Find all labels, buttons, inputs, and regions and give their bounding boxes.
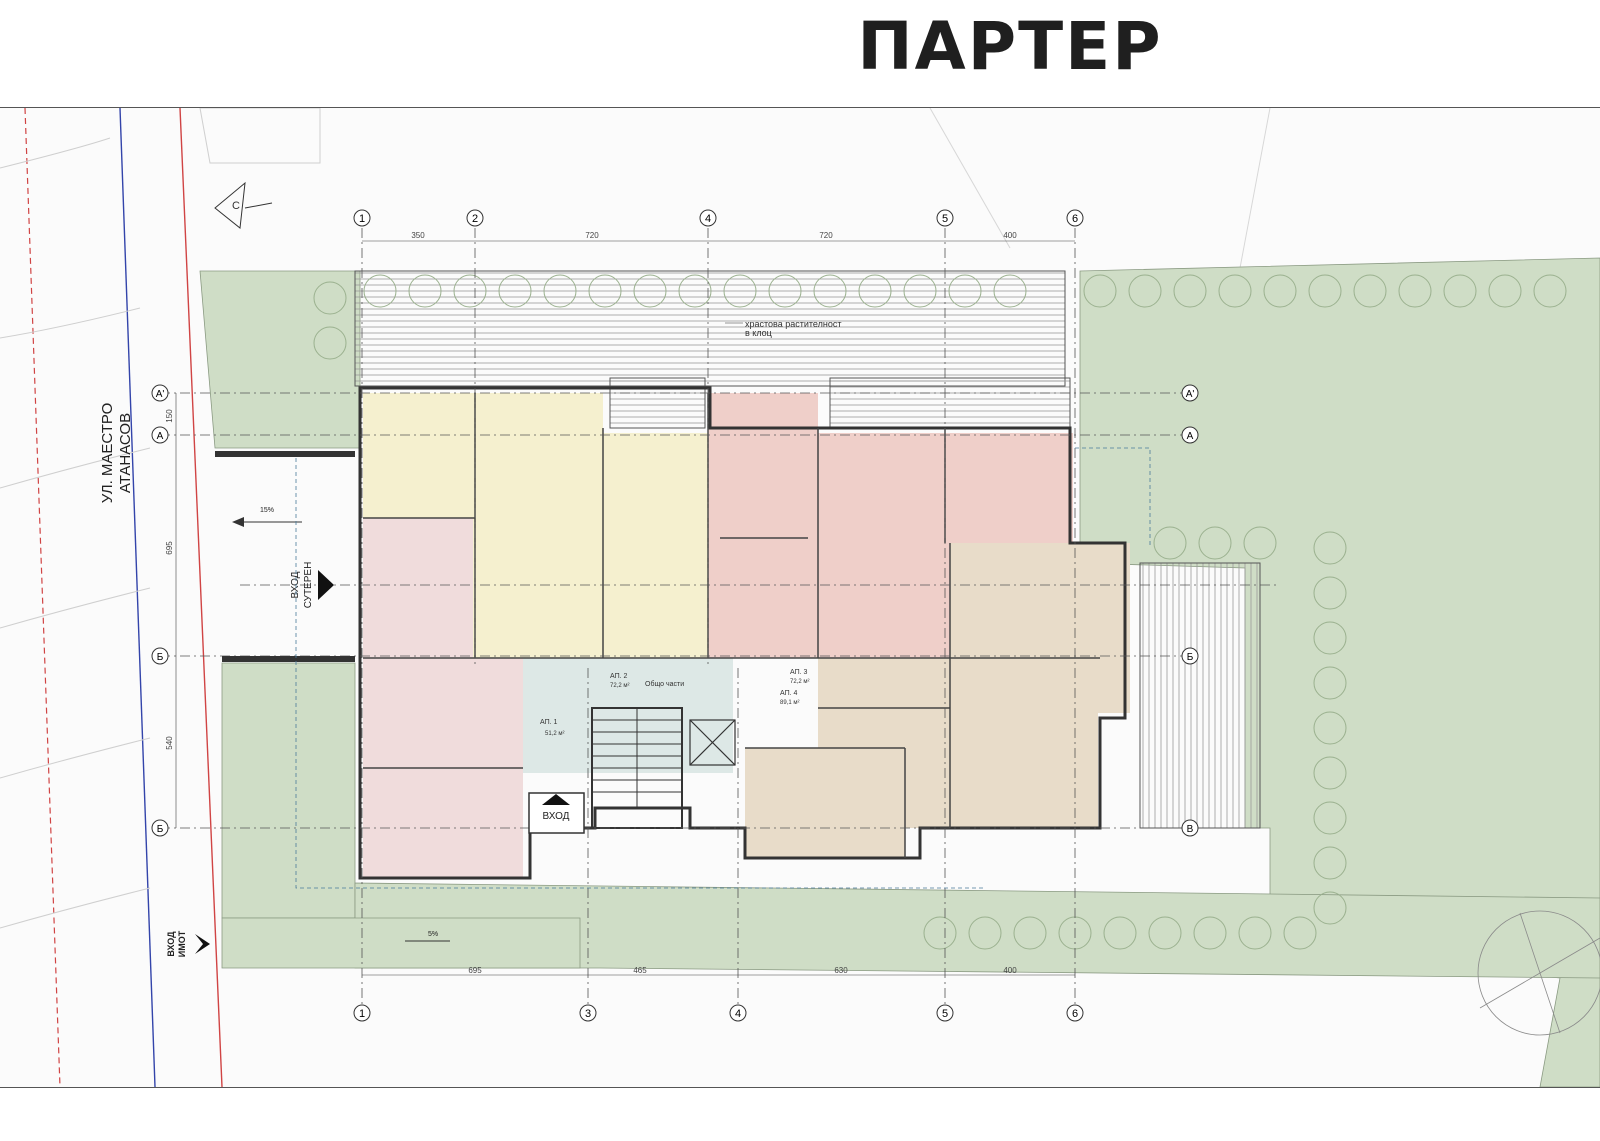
axis-label: Б	[157, 824, 164, 835]
grid-axes	[160, 228, 1280, 1013]
axis-label: 6	[1072, 213, 1078, 225]
axis-bubbles-left: А' А Б Б	[151, 384, 169, 837]
dimension-label: 720	[585, 231, 599, 240]
axis-label: А	[157, 431, 164, 442]
apartment-area: 72,2 м²	[790, 679, 809, 685]
dimension-label: 350	[411, 231, 425, 240]
street-name-line1: УЛ. МАЕСТРО	[99, 403, 116, 504]
axis-label: 1	[359, 1008, 365, 1020]
axis-label: А	[1187, 431, 1194, 442]
axis-bubbles-right: А' А Б В	[1181, 384, 1199, 837]
building-entrance-label: ВХОД	[543, 811, 570, 822]
basement-entrance-label: ВХОД	[290, 571, 301, 598]
slope-label: 5%	[428, 931, 438, 938]
floor-plan: 1 2 4 5 6 1 3 4 5 6 А' А Б Б А' А Б	[0, 108, 1600, 1087]
axis-label: Б	[157, 652, 164, 663]
plot-entrance-label: ИМОТ	[177, 930, 187, 957]
dimension-label: 465	[633, 966, 647, 975]
axis-label: 4	[705, 213, 711, 225]
green-areas	[199, 257, 1600, 1087]
terraces	[354, 270, 1261, 829]
entrance-arrow-icon	[542, 794, 570, 805]
basement-entrance: ВХОД СУТЕРЕН 15%	[232, 507, 334, 608]
shrub-row-bottom	[923, 916, 1317, 950]
axis-label: Б	[1187, 652, 1194, 663]
axis-label: 5	[942, 213, 948, 225]
dimensions-top: 350 720 720 400	[362, 231, 1075, 242]
dimension-label: 720	[819, 231, 833, 240]
dimensions-left: 150 695 540	[165, 393, 177, 828]
apartment-fills	[363, 393, 1130, 878]
page-title: ПАРТЕР	[857, 8, 1163, 85]
dimension-label: 400	[1003, 966, 1017, 975]
dimension-label: 400	[1003, 231, 1017, 240]
street-lines	[0, 108, 1271, 1087]
axis-label: А'	[156, 389, 165, 400]
page-title-container: ПАРТЕР	[0, 8, 1600, 85]
slope-label: 15%	[260, 507, 274, 514]
axis-label: А'	[1186, 389, 1195, 400]
street-label: УЛ. МАЕСТРО АТАНАСОВ	[99, 403, 134, 504]
shrubs-note: храстова растителност	[745, 319, 841, 329]
floor-plan-frame: 1 2 4 5 6 1 3 4 5 6 А' А Б Б А' А Б	[0, 107, 1600, 1088]
apartment-area: 72,2 м²	[610, 683, 629, 689]
apartment-label: АП. 3	[790, 669, 808, 676]
section-marker: С	[214, 181, 273, 229]
dimension-label: 540	[165, 736, 174, 750]
apartment-label: АП. 4	[780, 690, 798, 697]
dimension-label: 695	[468, 966, 482, 975]
basement-contour	[295, 447, 1151, 889]
axis-bubbles-top: 1 2 4 5 6	[353, 209, 1084, 227]
axis-label: В	[1187, 824, 1194, 835]
plot-entrance: ВХОД ИМОТ 5%	[166, 930, 450, 957]
axis-label: 4	[735, 1008, 741, 1020]
shrub-row-right	[1153, 526, 1347, 925]
retaining-wall	[222, 656, 355, 662]
staircase	[591, 707, 683, 829]
common-area-label: Общо части	[645, 680, 684, 688]
basement-entrance-label: СУТЕРЕН	[303, 562, 314, 609]
section-marker-label: С	[232, 200, 240, 212]
street-name-line2: АТАНАСОВ	[117, 413, 134, 493]
shrubs-note: в клоц	[745, 328, 772, 338]
plan-annotations: храстова растителност в клоц Общо части …	[540, 319, 841, 737]
dimension-label: 695	[165, 541, 174, 555]
plot-entrance-label: ВХОД	[166, 931, 176, 957]
apartment-area: 89,1 м²	[780, 700, 799, 706]
entrance-arrow-icon	[195, 934, 210, 954]
entrance-arrow-icon	[318, 570, 334, 600]
apartment-label: АП. 1	[540, 719, 558, 726]
axis-bubbles-bottom: 1 3 4 5 6	[353, 1004, 1084, 1022]
building-entrance: ВХОД	[528, 792, 585, 834]
axis-label: 5	[942, 1008, 948, 1020]
axis-label: 3	[585, 1008, 591, 1020]
retaining-wall	[215, 451, 355, 457]
slope-arrow-icon	[232, 517, 244, 527]
axis-label: 1	[359, 213, 365, 225]
axis-label: 6	[1072, 1008, 1078, 1020]
dimensions-bottom: 695 465 630 400	[362, 966, 1075, 976]
apartment-label: АП. 2	[610, 673, 628, 680]
elevator-icon	[689, 719, 736, 766]
axis-label: 2	[472, 213, 478, 225]
apartment-area: 51,2 м²	[545, 731, 564, 737]
tree-icon	[1477, 910, 1600, 1036]
shrub-row-top	[313, 274, 1567, 360]
dimension-label: 150	[165, 409, 174, 423]
dimension-label: 630	[834, 966, 848, 975]
